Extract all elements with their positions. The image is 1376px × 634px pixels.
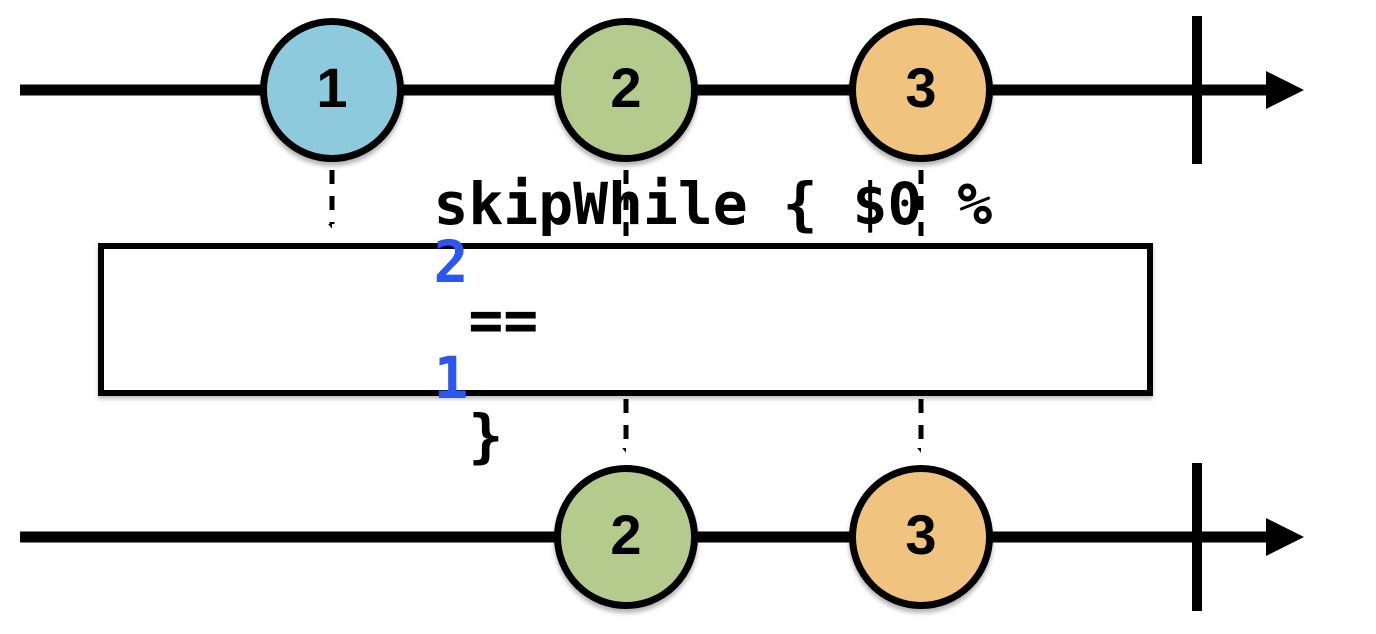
code-segment-closing-brace: }: [433, 401, 504, 470]
output-marble-2-label: 2: [610, 503, 642, 566]
input-connectors: [332, 170, 924, 248]
input-marble-2: 2: [554, 18, 698, 162]
code-segment-literal-1: 1: [433, 343, 469, 412]
operator-expression: skipWhile { $0 % 2 == 1 }: [224, 117, 1027, 523]
code-segment-equals: ==: [433, 285, 574, 354]
input-marble-3-label: 3: [905, 56, 937, 119]
output-marble-3: 3: [849, 465, 993, 609]
input-marble-1: 1: [260, 18, 404, 162]
output-marble-3-label: 3: [905, 503, 937, 566]
output-marble-2: 2: [554, 465, 698, 609]
input-timeline-arrowhead-icon: [1266, 71, 1304, 109]
input-marble-3: 3: [849, 18, 993, 162]
output-connectors: [626, 399, 924, 448]
output-timeline-arrowhead-icon: [1266, 518, 1304, 556]
input-marble-2-label: 2: [610, 56, 642, 119]
code-segment-prefix: skipWhile { $0 %: [433, 169, 1028, 238]
input-marble-1-label: 1: [316, 56, 348, 119]
operator-box: skipWhile { $0 % 2 == 1 }: [98, 175, 1153, 465]
code-segment-literal-2: 2: [433, 227, 469, 296]
